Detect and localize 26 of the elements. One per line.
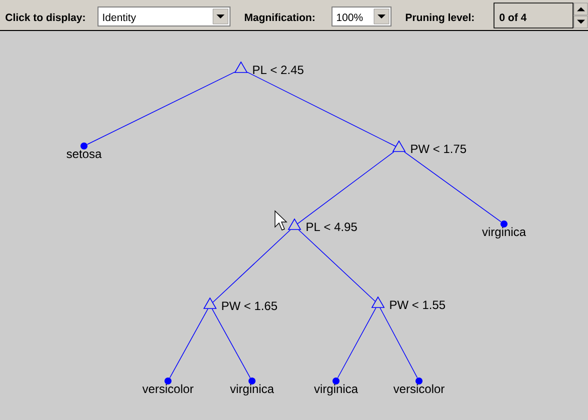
branch-line (297, 152, 394, 224)
class-label: setosa (66, 150, 102, 158)
branch-line (169, 308, 208, 378)
branch-line (404, 152, 502, 222)
class-label: versicolor (393, 384, 444, 394)
branch-line (212, 308, 251, 378)
split-condition: PW < 1.65 (222, 302, 278, 310)
split-condition: PW < 1.55 (390, 300, 446, 310)
branch-line (246, 72, 396, 147)
split-condition: PL < 2.45 (253, 66, 304, 74)
branch-line (337, 308, 376, 378)
branch-line (212, 230, 291, 303)
branch-line (86, 72, 236, 145)
field-label: Pruning level: (406, 13, 474, 24)
class-label: virginica (230, 384, 274, 396)
class-label: virginica (482, 227, 526, 238)
branch-line (298, 230, 376, 302)
split-condition: PW < 1.75 (411, 144, 466, 154)
spin-box: 0 of 4 (494, 2, 574, 28)
field-label: Click to display: (6, 13, 85, 24)
field-label: Magnification: (244, 13, 314, 24)
split-condition: PL < 4.95 (306, 222, 357, 232)
branch-line (380, 308, 418, 378)
class-label: versicolor (142, 384, 194, 394)
class-label: virginica (314, 384, 358, 396)
dropdown-field: Identity (98, 6, 230, 26)
